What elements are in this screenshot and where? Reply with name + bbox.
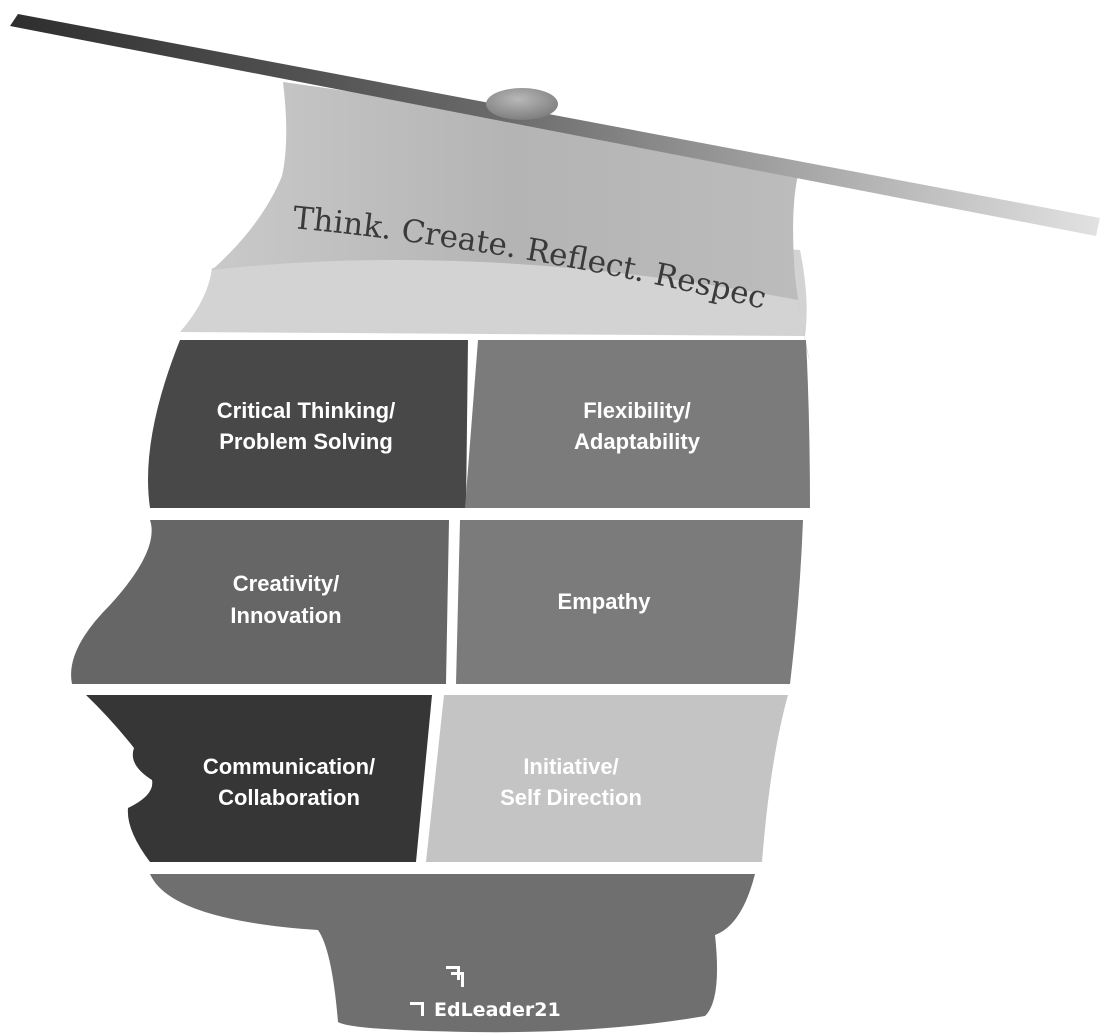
label-flexibility: Flexibility/ Adaptability xyxy=(574,398,701,454)
segment-critical-thinking xyxy=(148,340,468,508)
label-creativity-line1: Creativity/ xyxy=(233,571,339,596)
label-initiative-line2: Self Direction xyxy=(500,785,642,810)
segment-chin xyxy=(150,874,755,1033)
label-communication-line2: Collaboration xyxy=(218,785,360,810)
label-communication: Communication/ Collaboration xyxy=(203,754,375,810)
mortarboard xyxy=(10,14,1100,236)
cap-button xyxy=(486,88,558,120)
label-critical-thinking-line2: Problem Solving xyxy=(219,429,393,454)
cap-band-shape xyxy=(212,82,810,362)
label-critical-thinking-line1: Critical Thinking/ xyxy=(217,398,395,423)
logo-bracket-icon xyxy=(410,1002,424,1016)
label-initiative-line1: Initiative/ xyxy=(523,754,618,779)
label-initiative: Initiative/ Self Direction xyxy=(500,754,642,810)
segment-initiative xyxy=(426,695,788,862)
edleader21-logo: EdLeader21 xyxy=(410,966,561,1021)
label-creativity-line2: Innovation xyxy=(230,603,341,628)
label-empathy: Empathy xyxy=(558,589,652,614)
logo-text: EdLeader21 xyxy=(434,999,561,1021)
logo-mark-icon xyxy=(446,966,464,987)
label-critical-thinking: Critical Thinking/ Problem Solving xyxy=(217,398,395,454)
label-communication-line1: Communication/ xyxy=(203,754,375,779)
segment-communication xyxy=(86,695,432,862)
label-empathy-line1: Empathy xyxy=(558,589,652,614)
segment-flexibility xyxy=(465,340,810,508)
segment-creativity xyxy=(71,520,450,684)
label-flexibility-line2: Adaptability xyxy=(574,429,701,454)
label-creativity: Creativity/ Innovation xyxy=(230,571,341,628)
segment-empathy xyxy=(456,520,803,684)
label-flexibility-line1: Flexibility/ xyxy=(583,398,691,423)
